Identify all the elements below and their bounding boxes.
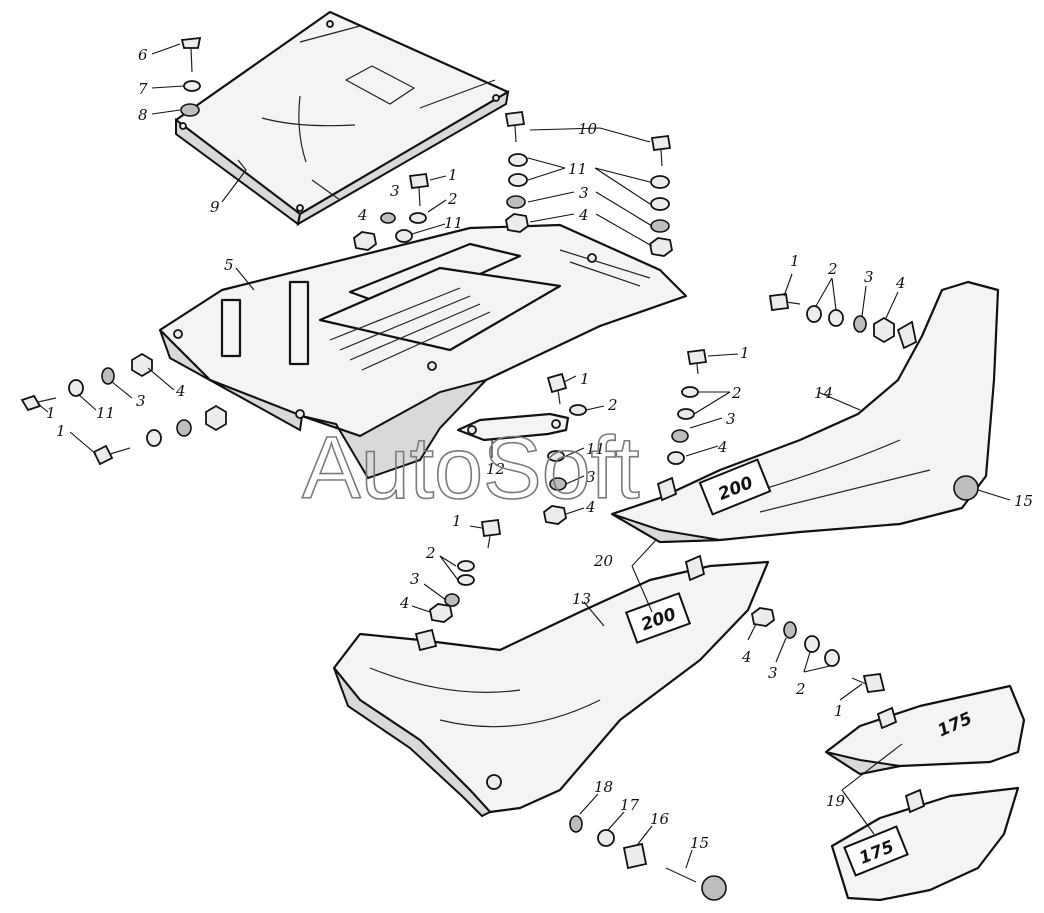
callout-4-mid: 4 (357, 206, 368, 224)
side-cover-left: 200 (332, 554, 770, 818)
callout-2-bottom: 2 (795, 680, 806, 698)
callout-3-far: 3 (864, 268, 874, 286)
side-cover-right: 200 (610, 280, 1000, 544)
callout-20: 20 (593, 552, 614, 570)
cover-175-upper: 175 (824, 684, 1026, 776)
callout-9: 9 (210, 198, 220, 216)
callout-3-mid: 3 (390, 182, 400, 200)
callout-11-mid: 11 (444, 214, 463, 232)
callout-19: 19 (826, 792, 846, 810)
cover-plate (174, 10, 510, 226)
callout-1-center: 1 (580, 370, 590, 388)
callout-4-lower: 4 (399, 594, 410, 612)
callout-18: 18 (594, 778, 613, 796)
cover-175-lower: 175 (830, 786, 1020, 902)
callout-3-right-2: 3 (586, 468, 596, 486)
callout-4-bottom: 4 (741, 648, 752, 666)
callout-4-far: 4 (895, 274, 906, 292)
watermark: AutoSoft (302, 418, 640, 517)
callout-3-top: 3 (579, 184, 589, 202)
callout-15-right: 15 (1014, 492, 1033, 510)
callout-11-top: 11 (568, 160, 587, 178)
callout-6: 6 (138, 46, 148, 64)
leader-lines (37, 43, 1011, 869)
knob-bottom-icon (701, 875, 727, 901)
callout-2-mid: 2 (447, 190, 458, 208)
callout-4-top: 4 (578, 206, 589, 224)
callout-3-bottom: 3 (768, 664, 778, 682)
callout-7: 7 (138, 80, 148, 98)
callout-14: 14 (814, 384, 833, 402)
callout-8: 8 (138, 106, 148, 124)
hardware (20, 36, 895, 901)
callout-2-far: 2 (827, 260, 838, 278)
callout-1-mid: 1 (448, 166, 458, 184)
callout-11-left: 11 (96, 404, 115, 422)
callout-17: 17 (620, 796, 640, 814)
callout-2-lower: 2 (425, 544, 436, 562)
callout-12: 12 (486, 460, 505, 478)
callout-3-lower: 3 (410, 570, 420, 588)
callout-3-right: 3 (726, 410, 736, 428)
knob-icon (953, 475, 979, 501)
battery-tray (158, 223, 688, 480)
callout-4-left: 4 (175, 382, 186, 400)
callout-4-right: 4 (717, 438, 728, 456)
callout-1-left-b: 1 (56, 422, 66, 440)
callout-labels: 6 7 8 9 10 11 3 4 1 3 2 4 11 5 1 11 3 4 … (46, 46, 1033, 852)
callout-4-right-2: 4 (585, 498, 596, 516)
callout-13: 13 (572, 590, 591, 608)
callout-2-right: 2 (731, 384, 742, 402)
callout-1-left-a: 1 (46, 404, 56, 422)
callout-1-lower: 1 (452, 512, 462, 530)
callout-15-bottom: 15 (690, 834, 709, 852)
callout-2-center: 2 (607, 396, 618, 414)
strap (456, 412, 570, 442)
callout-3-left: 3 (136, 392, 146, 410)
callout-1-far: 1 (790, 252, 800, 270)
callout-5: 5 (224, 256, 234, 274)
callout-1-right: 1 (740, 344, 750, 362)
callout-16: 16 (650, 810, 670, 828)
callout-11-right: 11 (586, 440, 605, 458)
callout-1-bottom: 1 (834, 702, 844, 720)
callout-10: 10 (578, 120, 598, 138)
